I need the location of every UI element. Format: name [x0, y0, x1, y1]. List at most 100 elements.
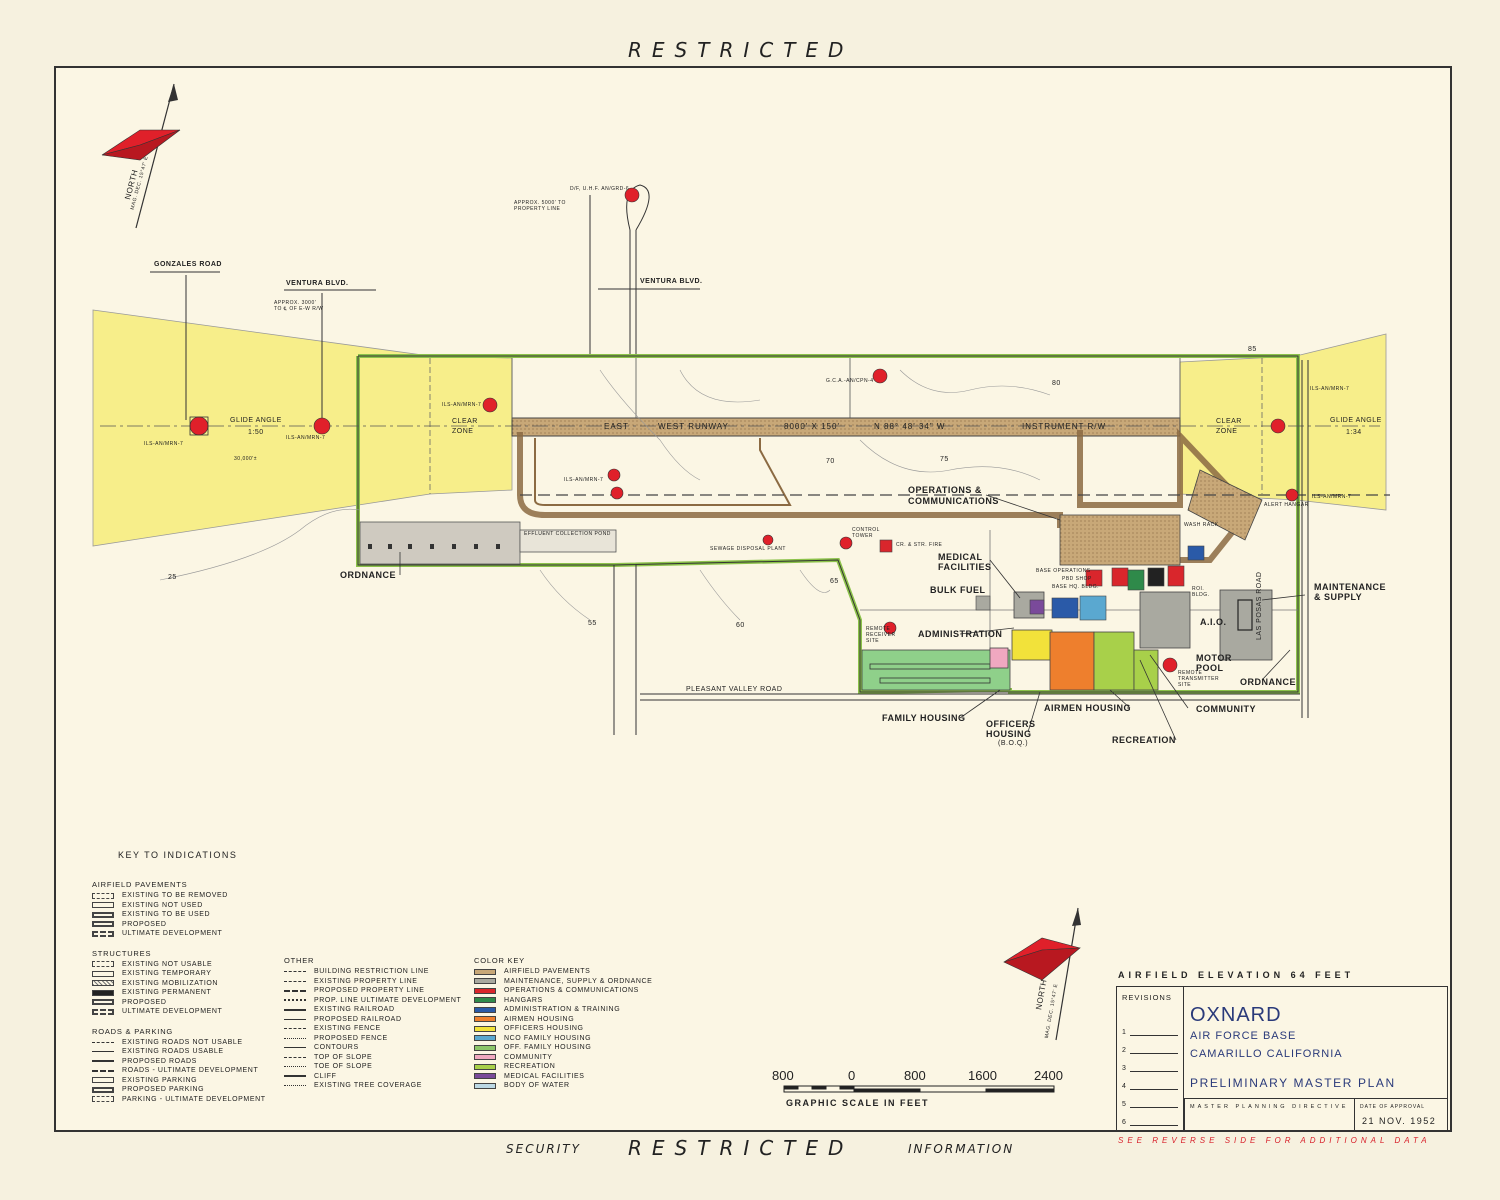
label-runway-4: N 88° 48' 34" W: [874, 422, 946, 431]
label-bulk-fuel: BULK FUEL: [930, 585, 986, 595]
reverse-side-note: SEE REVERSE SIDE FOR ADDITIONAL DATA: [1118, 1136, 1431, 1145]
label-communications: COMMUNICATIONS: [908, 496, 999, 506]
contour-55: 55: [588, 620, 597, 627]
key-other-item: PROPOSED FENCE: [314, 1034, 388, 1042]
color-key-item: ADMINISTRATION & TRAINING: [474, 1005, 674, 1015]
airmen-housing-area: [1093, 631, 1135, 691]
key-airfield-item: EXISTING TO BE REMOVED: [122, 892, 228, 900]
color-key-label: COMMUNITY: [504, 1053, 553, 1061]
color-key-label: NCO FAMILY HOUSING: [504, 1034, 592, 1042]
label-maintenance-2: & SUPPLY: [1314, 592, 1363, 602]
graphic-scale: [783, 1085, 1055, 1093]
label-gonzales-road: GONZALES ROAD: [154, 261, 222, 268]
revision-number: 6: [1122, 1119, 1126, 1126]
scale-label: GRAPHIC SCALE IN FEET: [786, 1098, 930, 1108]
label-family-housing: FAMILY HOUSING: [882, 713, 966, 723]
revision-row: 5: [1122, 1090, 1178, 1108]
color-swatch: [474, 1025, 496, 1032]
maintenance-area: [1139, 591, 1191, 649]
label-ils-left-1: ILS-AN/MRN-7: [144, 441, 184, 447]
label-ordnance-left: ORDNANCE: [340, 570, 397, 580]
runway: [511, 417, 1181, 437]
revision-row: 4: [1122, 1072, 1178, 1090]
directive-text: MASTER PLANNING DIRECTIVE: [1190, 1104, 1349, 1110]
header-restricted-bottom: RESTRICTED: [628, 1136, 854, 1160]
label-effluent: EFFLUENT COLLECTION POND: [524, 531, 611, 537]
color-swatch: [474, 1006, 496, 1013]
revision-row: 1: [1122, 1018, 1178, 1036]
contour-70: 70: [826, 458, 835, 465]
color-swatch: [474, 1073, 496, 1080]
color-swatch: [474, 1054, 496, 1061]
label-administration: ADMINISTRATION: [918, 629, 1003, 639]
label-ordnance-right: ORDNANCE: [1240, 677, 1297, 687]
color-key-label: AIRMEN HOUSING: [504, 1015, 575, 1023]
key-road-item: EXISTING PARKING: [122, 1076, 198, 1084]
label-ils-left-2: ILS-AN/MRN-7: [286, 435, 326, 441]
scale-tick-3: 1600: [968, 1068, 997, 1083]
color-key-label: MAINTENANCE, SUPPLY & ORDNANCE: [504, 977, 653, 985]
label-base-hq: BASE HQ. BLDG.: [1052, 584, 1100, 590]
key-other-item: PROPOSED RAILROAD: [314, 1015, 402, 1023]
base-sub-2: CAMARILLO CALIFORNIA: [1190, 1048, 1343, 1060]
key-road-item: PROPOSED PARKING: [122, 1086, 205, 1094]
key-other-item: PROPOSED PROPERTY LINE: [314, 987, 425, 995]
key-other-column: OTHER BUILDING RESTRICTION LINE EXISTING…: [284, 950, 474, 1091]
label-ventura-blvd-top: VENTURA BLVD.: [640, 278, 703, 285]
label-ils-mid: ILS-AN/MRN-7: [442, 402, 482, 408]
label-vhf-site: D/F, U.H.F. AN/GRD-6: [570, 186, 630, 192]
date-box: [1354, 1098, 1448, 1132]
color-key-item: AIRMEN HOUSING: [474, 1015, 674, 1025]
revision-number: 3: [1122, 1065, 1126, 1072]
label-clear-zone-right-2: ZONE: [1216, 428, 1238, 435]
label-airmen-housing: AIRMEN HOUSING: [1044, 703, 1132, 713]
label-motor-pool-2: POOL: [1196, 663, 1224, 673]
label-cr-fire: CR. & STR. FIRE: [896, 542, 943, 548]
officers-housing-area: [1011, 629, 1053, 661]
plan-title: PRELIMINARY MASTER PLAN: [1190, 1076, 1396, 1090]
header-information: INFORMATION: [908, 1142, 1015, 1156]
scale-tick-2: 800: [904, 1068, 926, 1083]
family-housing-area: [861, 649, 1011, 691]
label-maintenance: MAINTENANCE: [1314, 582, 1386, 592]
key-road-item: PARKING - ULTIMATE DEVELOPMENT: [122, 1095, 266, 1103]
color-swatch: [474, 997, 496, 1004]
contour-75: 75: [940, 456, 949, 463]
revisions-panel: [1116, 986, 1184, 1132]
color-swatch: [474, 1035, 496, 1042]
color-key-item: MEDICAL FACILITIES: [474, 1072, 674, 1082]
key-other-item: CLIFF: [314, 1072, 337, 1080]
label-officers-housing-2: HOUSING: [986, 729, 1032, 739]
color-key-item: NCO FAMILY HOUSING: [474, 1034, 674, 1044]
key-airfield-title: AIRFIELD PAVEMENTS: [92, 880, 188, 889]
north-arrow-bottom: [1003, 907, 1081, 1041]
label-approx-left: APPROX. 3000' TO ℄ OF E-W R/W: [274, 300, 324, 312]
color-key-label: OPERATIONS & COMMUNICATIONS: [504, 987, 639, 995]
color-swatch: [474, 1063, 496, 1070]
label-las-posas: LAS POSAS ROAD: [1256, 571, 1263, 640]
key-structure-item: EXISTING PERMANENT: [122, 989, 212, 997]
scale-tick-0: 800: [772, 1068, 794, 1083]
key-road-item: ROADS - ULTIMATE DEVELOPMENT: [122, 1067, 259, 1075]
label-operations: OPERATIONS &: [908, 485, 982, 495]
color-key-item: RECREATION: [474, 1062, 674, 1072]
key-structure-item: PROPOSED: [122, 998, 167, 1006]
key-structure-item: EXISTING NOT USABLE: [122, 960, 213, 968]
label-dist-left: 30,000'±: [234, 456, 257, 462]
key-structure-item: EXISTING TEMPORARY: [122, 970, 212, 978]
label-medical-2: FACILITIES: [938, 562, 992, 572]
color-key-item: OFF. FAMILY HOUSING: [474, 1043, 674, 1053]
label-approx-top: APPROX. 5000' TO PROPERTY LINE: [514, 200, 566, 212]
color-swatch: [474, 968, 496, 975]
color-swatch: [474, 1082, 496, 1089]
color-key-label: BODY OF WATER: [504, 1082, 570, 1090]
map-sheet: [54, 66, 1452, 1132]
color-key-label: ADMINISTRATION & TRAINING: [504, 1006, 621, 1014]
key-other-item: BUILDING RESTRICTION LINE: [314, 968, 429, 976]
label-ventura-blvd-left: VENTURA BLVD.: [286, 280, 349, 287]
key-airfield-item: EXISTING TO BE USED: [122, 911, 211, 919]
label-aio: A.I.O.: [1200, 617, 1227, 627]
key-other-item: CONTOURS: [314, 1044, 359, 1052]
clear-zone-left: [92, 309, 513, 547]
key-structure-item: EXISTING MOBILIZATION: [122, 979, 219, 987]
